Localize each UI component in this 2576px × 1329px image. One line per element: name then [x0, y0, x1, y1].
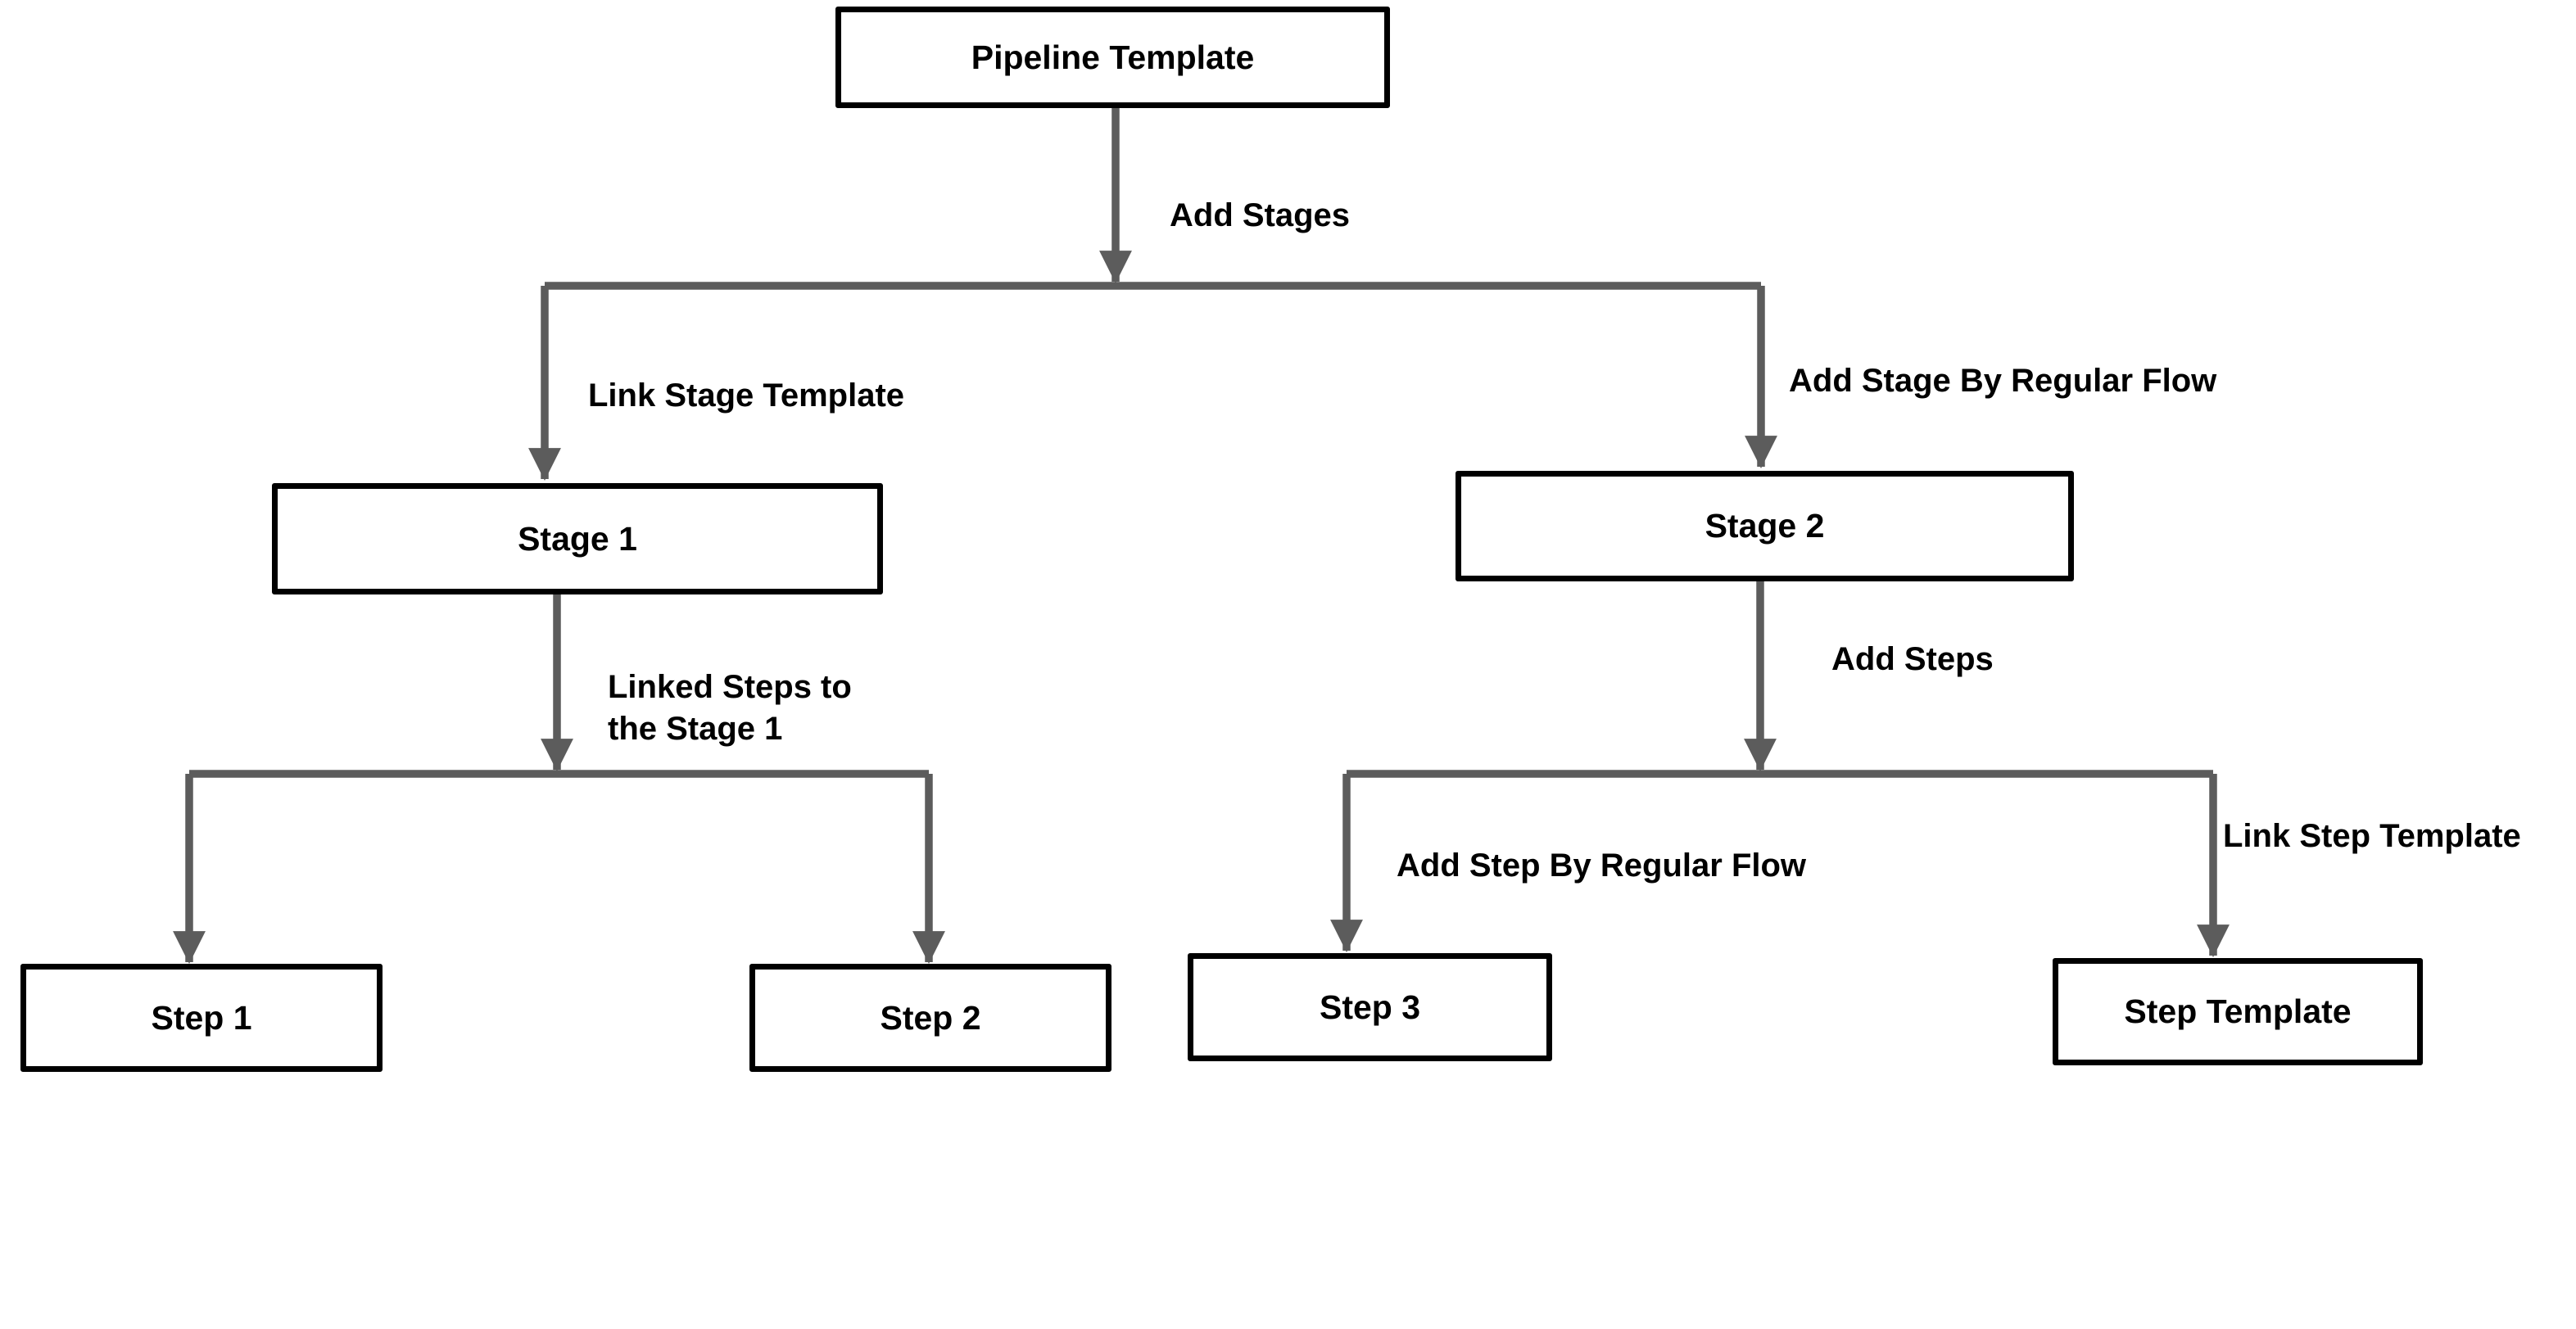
node-step-1-label: Step 1 [151, 998, 252, 1037]
edge-label-linked-steps-to-stage-1: Linked Steps to the Stage 1 [608, 669, 852, 748]
node-step-2: Step 2 [749, 964, 1111, 1072]
node-step-template-label: Step Template [2124, 992, 2352, 1030]
node-pipeline-template: Pipeline Template [835, 7, 1390, 108]
edge-label-link-step-template: Link Step Template [2223, 818, 2521, 854]
edge-label-add-step-by-regular-flow: Add Step By Regular Flow [1397, 848, 1807, 884]
edge-label-link-stage-template: Link Stage Template [588, 377, 905, 414]
edge-label-add-stage-by-regular-flow: Add Stage By Regular Flow [1789, 363, 2217, 399]
node-stage-2: Stage 2 [1456, 471, 2074, 581]
edge-label-add-stages: Add Stages [1170, 197, 1351, 233]
node-stage-1: Stage 1 [272, 483, 883, 594]
node-step-3-label: Step 3 [1319, 988, 1421, 1026]
edge-label-add-steps: Add Steps [1831, 641, 1994, 677]
node-stage-2-label: Stage 2 [1705, 507, 1825, 545]
node-step-template: Step Template [2053, 958, 2423, 1065]
node-pipeline-template-label: Pipeline Template [971, 38, 1255, 76]
node-stage-1-label: Stage 1 [518, 519, 637, 558]
node-step-1: Step 1 [20, 964, 383, 1072]
node-step-3: Step 3 [1188, 953, 1552, 1061]
node-step-2-label: Step 2 [880, 998, 981, 1037]
